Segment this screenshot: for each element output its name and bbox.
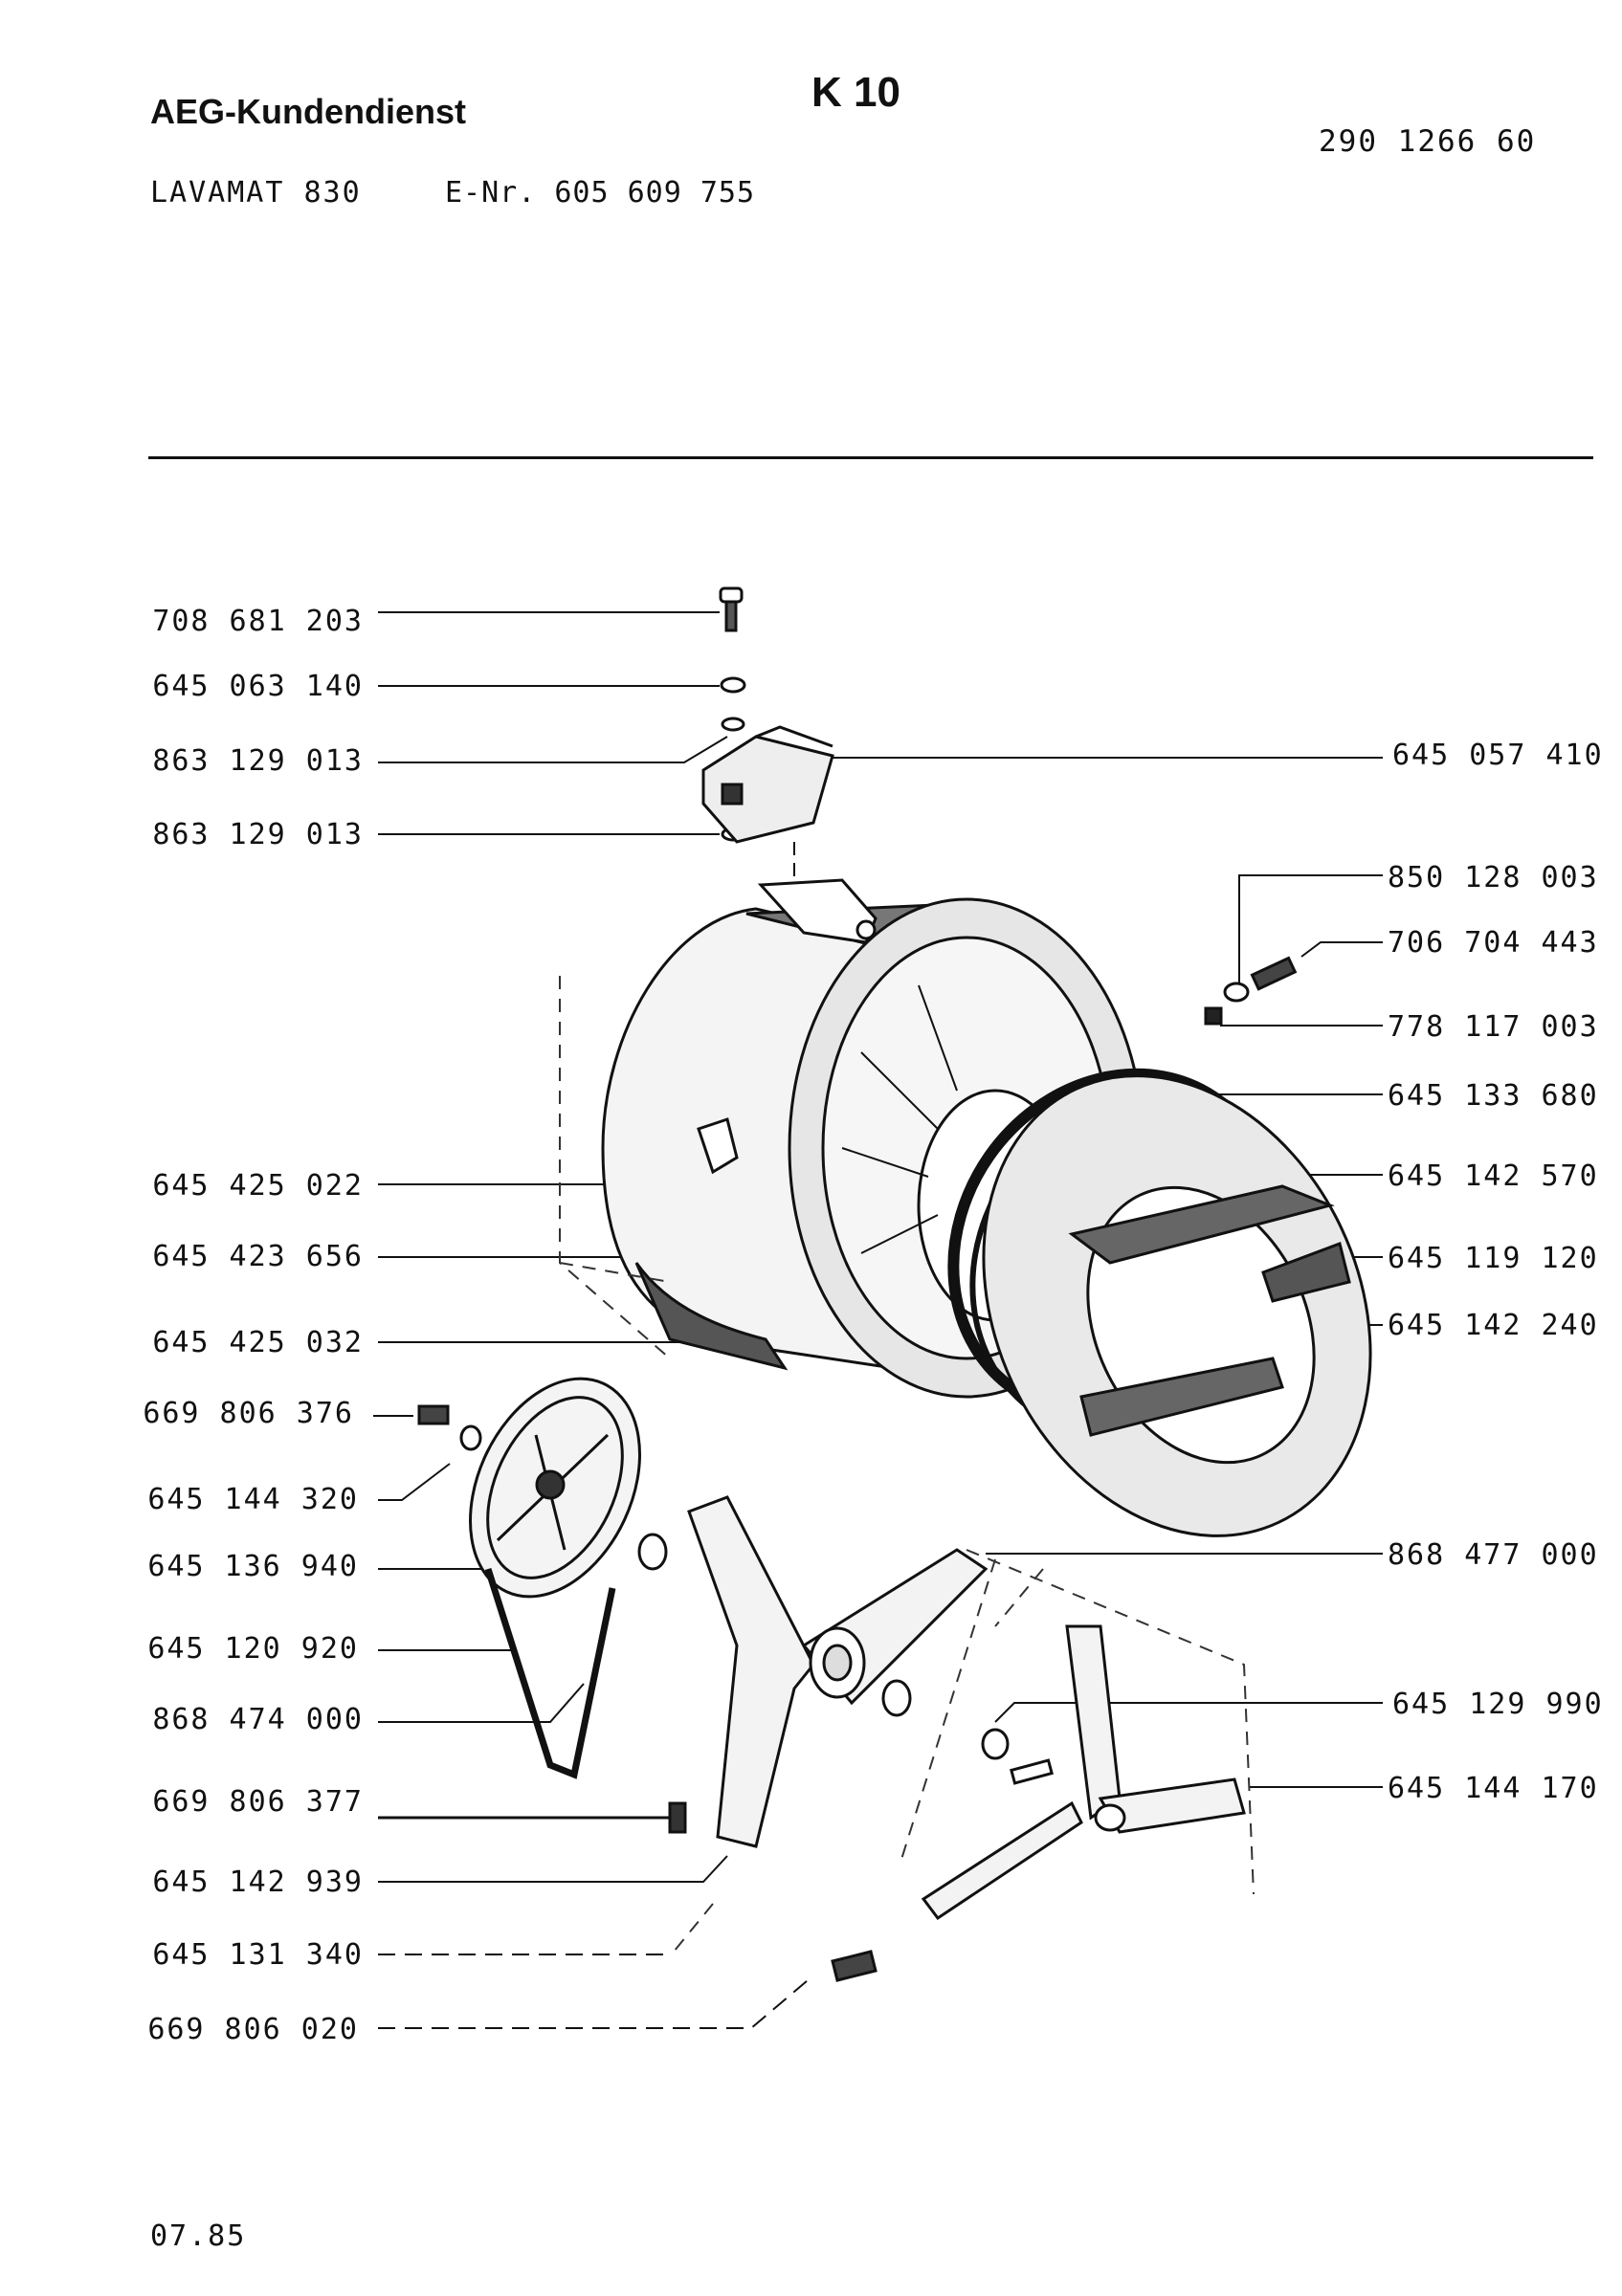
bearing-bracket (668, 1495, 989, 1848)
part-label-right: 645 133 680 (1388, 1079, 1599, 1113)
front-drum (982, 1074, 1372, 1537)
part-label-left: 645 425 022 (152, 1169, 364, 1203)
part-label-left: 645 063 140 (152, 670, 364, 703)
date-code: 07.85 (150, 2219, 247, 2253)
part-label-left: 669 806 377 (152, 1785, 364, 1819)
e-number: E-Nr. 605 609 755 (445, 176, 756, 210)
part-label-left: 708 681 203 (152, 605, 364, 638)
part-label-left: 868 474 000 (152, 1703, 364, 1736)
part-label-left: 863 129 013 (152, 744, 364, 778)
pulley-belt (417, 1377, 668, 1779)
part-label-right: 645 119 120 (1388, 1242, 1599, 1275)
bolt-stack (701, 586, 834, 1004)
part-label-left: 669 806 376 (143, 1397, 354, 1430)
document-number: 290 1266 60 (1319, 124, 1537, 159)
part-label-left: 669 806 020 (147, 2013, 359, 2046)
part-label-left: 645 131 340 (152, 1938, 364, 1972)
part-label-right: 706 704 443 (1388, 926, 1599, 960)
part-label-right: 778 117 003 (1388, 1010, 1599, 1044)
part-label-left: 863 129 013 (152, 818, 364, 851)
part-label-left: 645 423 656 (152, 1240, 364, 1273)
part-label-right: 645 142 240 (1388, 1309, 1599, 1342)
part-label-right: 868 477 000 (1388, 1538, 1599, 1572)
assembly-guides (559, 976, 1255, 1957)
part-label-right: 645 057 410 (1392, 739, 1604, 772)
part-label-left: 645 425 032 (152, 1326, 364, 1359)
screw-group (1204, 956, 1298, 1026)
part-label-right: 850 128 003 (1388, 861, 1599, 894)
part-label-left: 645 144 320 (147, 1483, 359, 1516)
part-label-right: 645 142 570 (1388, 1159, 1599, 1193)
model-name: LAVAMAT 830 (150, 176, 362, 210)
brand-title: AEG-Kundendienst (150, 92, 466, 131)
part-label-right: 645 144 170 (1388, 1772, 1599, 1805)
part-label-left: 645 136 940 (147, 1550, 359, 1583)
part-label-left: 645 120 920 (147, 1632, 359, 1666)
sheet-number: K 10 (811, 69, 900, 116)
part-label-right: 645 129 990 (1392, 1688, 1604, 1721)
drum-spider (831, 1624, 1246, 1982)
part-label-left: 645 142 939 (152, 1866, 364, 1899)
header-divider (148, 456, 1593, 459)
